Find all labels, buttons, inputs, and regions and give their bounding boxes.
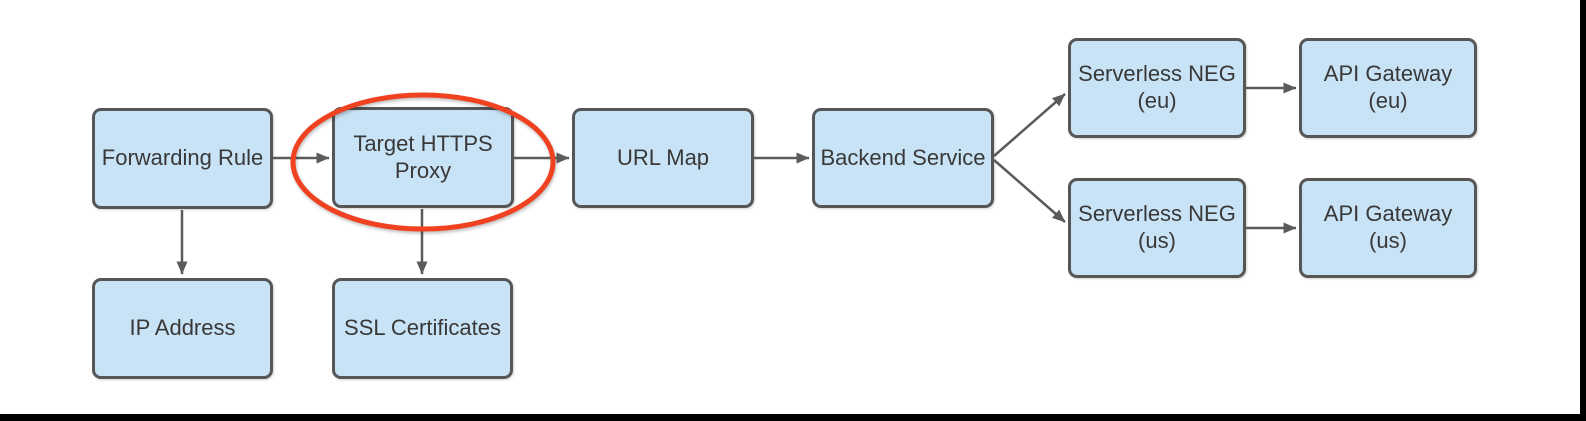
- node-serverless-neg-us: Serverless NEG (us): [1068, 178, 1246, 278]
- page-border-bottom: [0, 414, 1586, 421]
- node-api-gateway-eu: API Gateway (eu): [1299, 38, 1477, 138]
- node-backend-service: Backend Service: [812, 108, 994, 208]
- node-ip-address: IP Address: [92, 278, 273, 379]
- edge-backend-service-to-serverless-neg-eu: [993, 93, 1066, 157]
- node-api-gateway-us: API Gateway (us): [1299, 178, 1477, 278]
- node-forwarding-rule: Forwarding Rule: [92, 108, 273, 209]
- node-url-map: URL Map: [572, 108, 754, 208]
- node-ssl-certificates: SSL Certificates: [332, 278, 513, 379]
- edge-backend-service-to-serverless-neg-us: [993, 159, 1066, 223]
- page-border-right: [1580, 0, 1586, 421]
- node-target-https-proxy: Target HTTPS Proxy: [332, 107, 514, 208]
- node-serverless-neg-eu: Serverless NEG (eu): [1068, 38, 1246, 138]
